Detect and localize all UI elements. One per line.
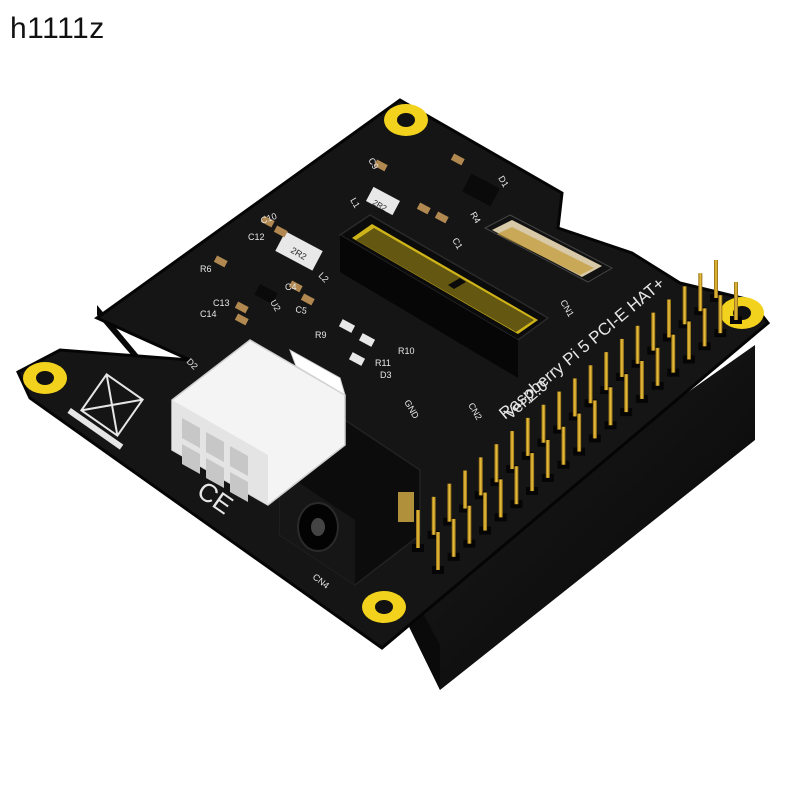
- fpc-connector-cn1: [483, 214, 614, 283]
- gpio-pin: [702, 308, 707, 347]
- gpio-pin: [686, 321, 691, 360]
- label-r11: R11: [375, 358, 391, 368]
- gpio-pin: [588, 365, 593, 404]
- mounting-hole-top: [384, 104, 428, 136]
- gpio-pin: [494, 444, 499, 483]
- gpio-pin: [734, 282, 738, 320]
- mounting-hole-right: [720, 297, 764, 329]
- gpio-pin: [608, 387, 613, 426]
- gpio-pin: [572, 378, 577, 417]
- gpio-pin: [451, 518, 456, 557]
- label-c13: C13: [213, 298, 230, 308]
- pcb-board: [16, 98, 771, 650]
- gpio-pin: [447, 483, 452, 522]
- mounting-hole-bottom: [362, 591, 406, 623]
- gpio-pin: [498, 479, 503, 518]
- label-r4: R4: [468, 210, 482, 225]
- gpio-pin: [561, 426, 566, 465]
- label-c4: C4: [285, 282, 297, 292]
- label-r10: R10: [398, 346, 415, 356]
- weee-bin-icon: [67, 372, 145, 450]
- gpio-pin: [416, 510, 420, 548]
- pcie-power-connector: [171, 339, 346, 506]
- label-c12: C12: [248, 232, 265, 242]
- gpio-pin: [577, 413, 582, 452]
- label-d3: D3: [380, 370, 392, 380]
- gpio-pin: [545, 439, 550, 478]
- gpio-pin: [436, 532, 440, 570]
- gpio-pin: [510, 431, 515, 470]
- label-u2: U2: [268, 298, 282, 313]
- gpio-pin: [467, 505, 472, 544]
- gpio-pin: [431, 496, 436, 535]
- watermark-text: h1111z: [10, 12, 105, 45]
- gpio-pin: [718, 295, 723, 334]
- gpio-pin: [682, 286, 687, 325]
- gpio-pin: [514, 466, 519, 505]
- gpio-pin: [671, 334, 676, 373]
- gpio-pin: [655, 347, 660, 386]
- label-c1: C1: [450, 236, 464, 251]
- gpio-pin: [592, 400, 597, 439]
- gpio-pin: [624, 374, 629, 413]
- label-r6: R6: [200, 264, 212, 274]
- label-c9: C9: [366, 156, 380, 171]
- gpio-pin: [463, 470, 468, 509]
- gpio-pin: [483, 492, 488, 531]
- gpio-pin: [478, 457, 483, 496]
- gpio-pin: [666, 299, 671, 338]
- label-r9: R9: [315, 330, 327, 340]
- gpio-pin: [604, 352, 609, 391]
- label-c5: C5: [295, 304, 308, 316]
- mounting-hole-left: [23, 362, 67, 394]
- gpio-pin: [530, 453, 535, 492]
- gpio-pin: [714, 260, 718, 298]
- gpio-pin: [557, 391, 562, 430]
- gpio-pin: [698, 273, 703, 312]
- label-c14: C14: [200, 309, 217, 319]
- gpio-pin: [619, 338, 624, 377]
- surface-mount-components: [213, 153, 500, 366]
- label-d1: D1: [496, 174, 510, 189]
- label-l1: L1: [348, 196, 362, 210]
- gpio-pin: [525, 417, 530, 456]
- gpio-pin: [635, 325, 640, 364]
- pcie-slot-cn2: [338, 214, 550, 378]
- gpio-pin: [639, 360, 644, 399]
- gpio-pin: [651, 312, 656, 351]
- gpio-pin: [541, 404, 546, 443]
- gpio-pin-array: [412, 260, 742, 574]
